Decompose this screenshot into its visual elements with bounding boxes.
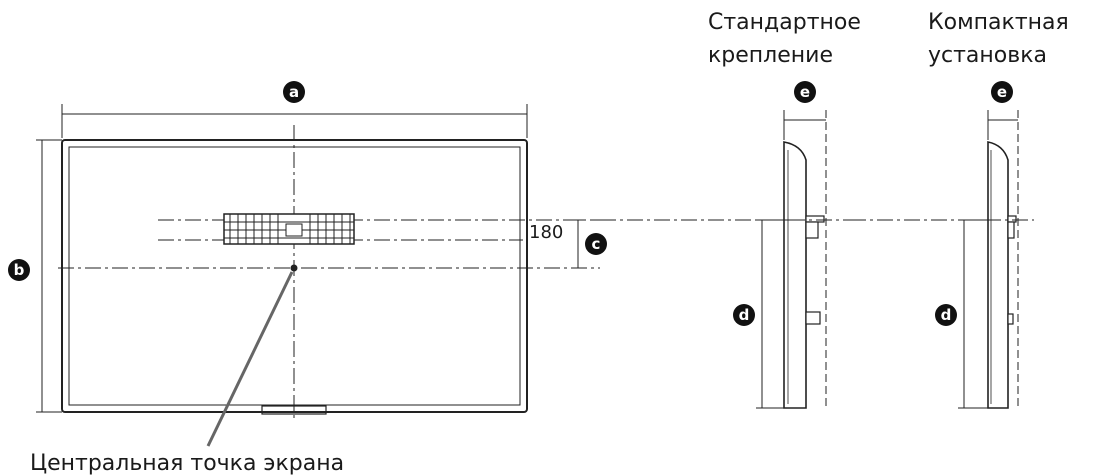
badge-e-compact: e: [991, 81, 1013, 103]
svg-text:d: d: [739, 306, 750, 324]
svg-text:c: c: [592, 235, 601, 253]
badge-c: c: [585, 233, 607, 255]
badge-d-compact: d: [935, 304, 957, 326]
center-point-dot: [290, 264, 298, 272]
compact-mount-title-line2: установка: [928, 43, 1047, 68]
standard-side-view: [600, 110, 850, 410]
dimension-180-label: 180: [529, 222, 563, 243]
wall-bracket: [223, 213, 355, 245]
center-point-leader: [206, 271, 294, 447]
svg-text:e: e: [800, 83, 810, 101]
badge-d-standard: d: [733, 304, 755, 326]
compact-mount-title-line1: Компактная: [928, 10, 1069, 35]
standard-mount-title-line2: крепление: [708, 43, 833, 68]
compact-side-view: [850, 110, 1034, 410]
svg-text:b: b: [14, 261, 25, 279]
svg-text:e: e: [997, 83, 1007, 101]
front-view: [36, 104, 600, 447]
standard-mount-title-line1: Стандартное: [708, 10, 861, 35]
badge-b: b: [8, 259, 30, 281]
svg-text:a: a: [289, 83, 299, 101]
badge-a: a: [283, 81, 305, 103]
badge-e-standard: e: [794, 81, 816, 103]
svg-text:d: d: [941, 306, 952, 324]
center-point-label: Центральная точка экрана: [30, 451, 344, 476]
